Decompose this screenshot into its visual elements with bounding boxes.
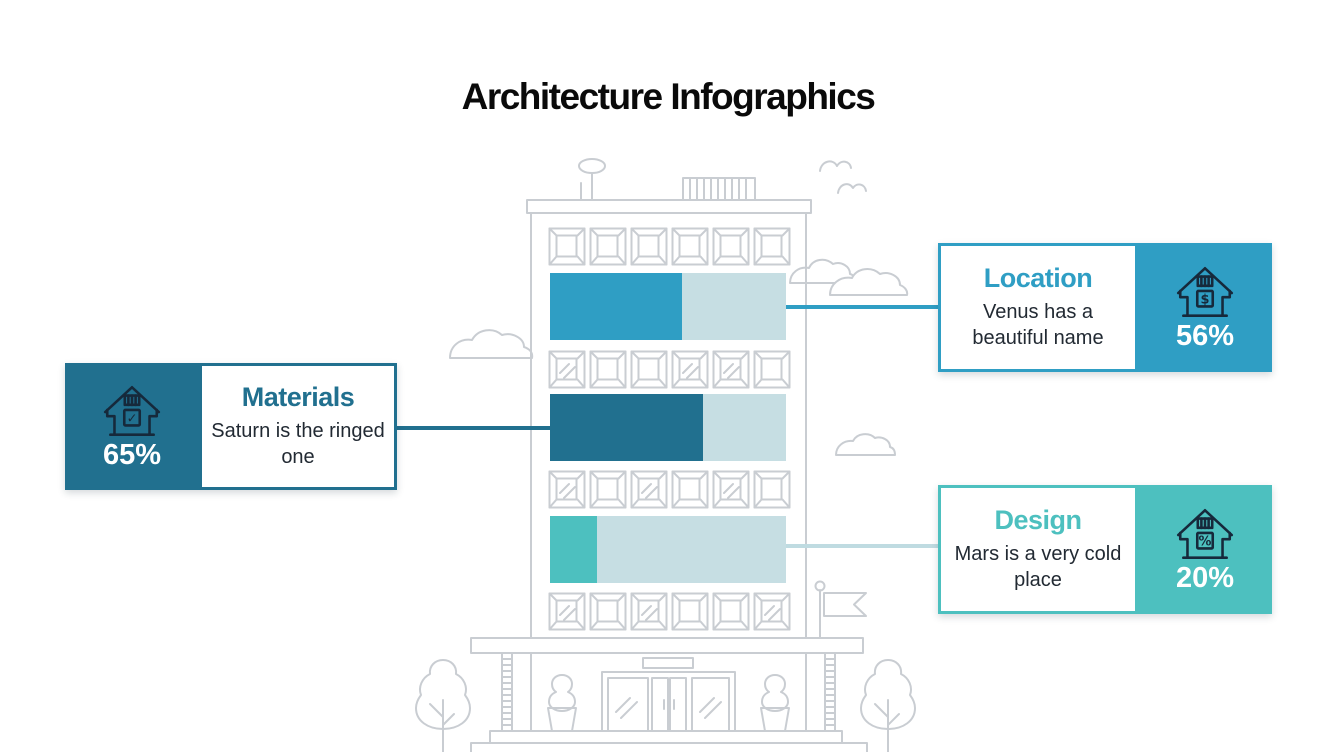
bar-design-track	[550, 516, 786, 583]
connector-location	[786, 305, 938, 309]
card-materials-description: Saturn is the ringed one	[211, 419, 385, 468]
entrance-level	[470, 637, 868, 752]
cloud-curl-top	[819, 160, 867, 194]
card-design: Design Mars is a very cold place % 20%	[938, 485, 1272, 614]
roof-railing	[682, 177, 756, 201]
house-percent-icon: %	[1176, 508, 1234, 559]
cloud-small-right	[835, 433, 896, 456]
card-location: Location Venus has a beautiful name $ 56…	[938, 243, 1272, 372]
svg-text:$: $	[1201, 292, 1210, 307]
connector-materials	[397, 426, 551, 430]
cloud-left	[449, 329, 534, 359]
card-design-title: Design	[994, 504, 1082, 535]
topiary-plant-right	[760, 674, 790, 732]
entrance-doors	[601, 671, 736, 732]
flag	[814, 580, 867, 639]
svg-text:%: %	[1199, 534, 1212, 549]
card-design-description: Mars is a very cold place	[954, 542, 1122, 591]
card-location-title: Location	[983, 262, 1093, 293]
location-percent-value: 56%	[1175, 319, 1235, 352]
card-design-stat-panel: % 20%	[1138, 485, 1272, 614]
cloud-mid-right	[789, 258, 909, 296]
card-design-text-panel: Design Mars is a very cold place	[938, 485, 1138, 614]
building-facade	[526, 199, 812, 639]
window-grid	[548, 227, 791, 631]
house-dollar-icon: $	[1176, 266, 1234, 317]
card-materials-stat-panel: ✓ 65%	[65, 363, 199, 490]
design-percent-value: 20%	[1175, 561, 1235, 594]
topiary-plant-left	[547, 674, 577, 732]
bar-materials-fill	[550, 394, 704, 461]
card-location-stat-panel: $ 56%	[1138, 243, 1272, 372]
card-materials-title: Materials	[241, 381, 355, 412]
page-title: Architecture Infographics	[461, 76, 876, 117]
card-location-description: Venus has a beautiful name	[972, 300, 1104, 349]
bar-location-fill	[550, 273, 683, 340]
card-materials-text-panel: Materials Saturn is the ringed one	[199, 363, 397, 490]
card-location-text-panel: Location Venus has a beautiful name	[938, 243, 1138, 372]
materials-percent-value: 65%	[102, 438, 162, 471]
house-checkmark-icon: ✓	[103, 385, 161, 436]
card-materials: ✓ 65% Materials Saturn is the ringed one	[65, 363, 397, 490]
tree-right	[860, 659, 916, 752]
bar-design-fill	[550, 516, 598, 583]
bar-materials-track	[550, 394, 786, 461]
bar-location-track	[550, 273, 786, 340]
tree-left	[415, 659, 471, 752]
antenna	[578, 158, 606, 201]
svg-text:✓: ✓	[127, 411, 138, 426]
connector-design	[786, 544, 938, 548]
